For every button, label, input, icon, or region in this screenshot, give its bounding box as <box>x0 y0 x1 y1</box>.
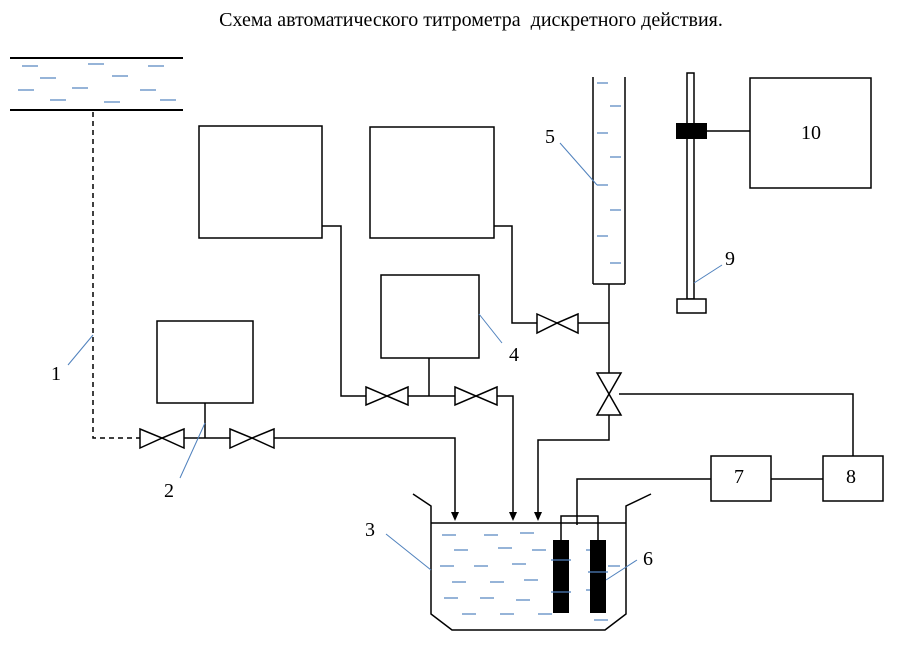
valve-4a <box>365 385 409 407</box>
arrow-into-cell-2 <box>509 512 517 521</box>
label-10: 10 <box>801 122 821 144</box>
reservoir-liquid <box>18 63 176 103</box>
arrow-into-cell-1 <box>451 512 459 521</box>
electrode-left <box>553 540 569 613</box>
label-4: 4 <box>509 344 519 366</box>
electrode-wire <box>576 478 711 525</box>
pipe-burette-to-cell <box>537 415 610 514</box>
label-3: 3 <box>365 519 375 541</box>
box-reagent-right <box>369 126 495 239</box>
sample-line-dashed <box>92 112 140 439</box>
control-line-valve <box>619 393 854 457</box>
electrode-liquid-marks <box>551 559 608 593</box>
box-reagent-left <box>198 125 323 239</box>
electrode-right <box>590 540 606 613</box>
box-4 <box>380 274 480 359</box>
valve-burette <box>595 372 623 416</box>
titration-cell <box>412 493 652 631</box>
label-8: 8 <box>846 466 856 488</box>
label-7: 7 <box>734 466 744 488</box>
pipe-to-cell-left <box>274 437 456 514</box>
leader-lines <box>67 142 723 581</box>
label-6: 6 <box>643 548 653 570</box>
burette <box>592 77 626 285</box>
label-2: 2 <box>164 480 174 502</box>
valve-5 <box>536 312 579 335</box>
pipe-left-reagent <box>322 225 366 397</box>
label-5: 5 <box>545 126 555 148</box>
pipe-to-cell-middle <box>497 395 514 514</box>
stirrer-9 <box>676 72 707 314</box>
stirrer-coupling <box>676 123 707 139</box>
valve-2a <box>139 427 185 450</box>
label-1: 1 <box>51 363 61 385</box>
label-9: 9 <box>725 248 735 270</box>
valve-2b <box>229 427 275 450</box>
valve-4b <box>454 385 498 407</box>
reservoir <box>10 57 183 111</box>
arrow-into-cell-3 <box>534 512 542 521</box>
box-10 <box>749 77 872 189</box>
diagram-title: Схема автоматического титрометра дискрет… <box>219 9 723 31</box>
electrode-connector <box>560 515 599 540</box>
pipe-right-reagent <box>494 225 537 324</box>
burette-scale <box>597 82 621 264</box>
box-sampler <box>156 320 254 404</box>
